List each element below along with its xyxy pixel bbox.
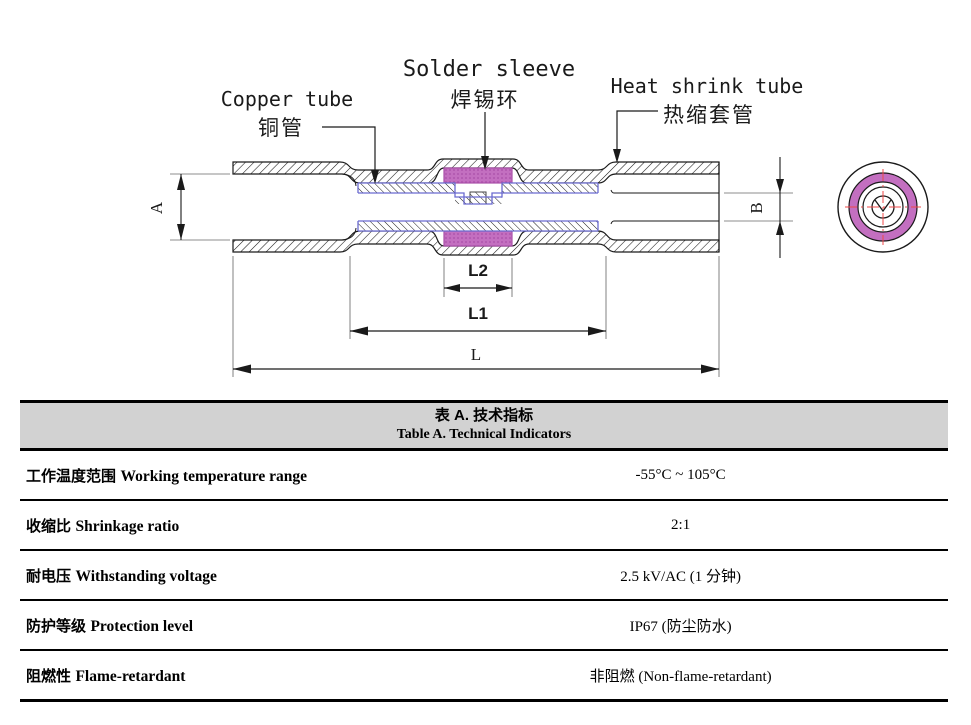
left-opening-interior xyxy=(341,173,357,241)
dimension-l2: L2 xyxy=(443,258,513,297)
wire-strand-mark xyxy=(874,199,892,213)
spec-value: IP67 (防尘防水) xyxy=(629,618,732,635)
spec-label: 收缩比 Shrinkage ratio xyxy=(20,515,413,536)
connector-diagram: Solder sleeve 焊锡环 Copper tube 铜管 Heat sh… xyxy=(147,57,929,377)
label-heat-shrink-zh: 热缩套管 xyxy=(663,103,755,127)
spec-label: 耐电压 Withstanding voltage xyxy=(20,565,413,586)
dimension-a: A xyxy=(147,173,230,241)
spec-label-en: Working temperature range xyxy=(120,467,308,485)
spec-label-zh: 工作温度范围 xyxy=(26,467,117,485)
table-row: 阻燃性 Flame-retardant 非阻燃 (Non-flame-retar… xyxy=(20,651,948,702)
table-row: 收缩比 Shrinkage ratio 2:1 xyxy=(20,501,948,551)
solder-ring xyxy=(443,167,513,247)
wire-stop-block xyxy=(469,191,487,205)
label-solder-sleeve-zh: 焊锡环 xyxy=(451,88,520,112)
dim-b-label: B xyxy=(747,202,766,213)
spec-label-en: Protection level xyxy=(90,617,194,635)
solder-ring-top xyxy=(443,167,513,184)
spec-table: 表 A. 技术指标 Table A. Technical Indicators … xyxy=(20,400,948,702)
spec-label-zh: 耐电压 xyxy=(26,567,72,585)
spec-label-en: Shrinkage ratio xyxy=(75,517,180,535)
dimension-b: B xyxy=(724,157,793,258)
copper-tube xyxy=(357,182,599,232)
spec-label-zh: 防护等级 xyxy=(26,617,87,635)
right-bore-lines xyxy=(610,189,719,225)
spec-label-zh: 阻燃性 xyxy=(26,667,72,685)
label-heat-shrink-en: Heat shrink tube xyxy=(611,74,804,98)
heat-shrink-shell xyxy=(232,158,720,256)
spec-label: 工作温度范围 Working temperature range xyxy=(20,465,413,486)
spec-label-zh: 收缩比 xyxy=(26,517,72,535)
spec-table-header: 表 A. 技术指标 Table A. Technical Indicators xyxy=(20,400,948,451)
spec-label-en: Withstanding voltage xyxy=(75,567,217,585)
label-solder-sleeve-en: Solder sleeve xyxy=(403,57,575,82)
dim-a-label: A xyxy=(147,201,166,214)
spec-label-en: Flame-retardant xyxy=(75,667,186,685)
table-title-en: Table A. Technical Indicators xyxy=(396,427,572,442)
spec-label: 阻燃性 Flame-retardant xyxy=(20,665,413,686)
label-copper-tube-en: Copper tube xyxy=(221,87,353,111)
leader-lines xyxy=(322,110,658,184)
spec-value: 2.5 kV/AC (1 分钟) xyxy=(620,568,742,585)
table-title-zh: 表 A. 技术指标 xyxy=(434,407,534,424)
solder-ring-bottom xyxy=(443,230,513,247)
table-row: 防护等级 Protection level IP67 (防尘防水) xyxy=(20,601,948,651)
cross-section-view xyxy=(837,161,929,253)
table-row: 工作温度范围 Working temperature range -55°C ~… xyxy=(20,451,948,501)
spec-label: 防护等级 Protection level xyxy=(20,615,413,636)
spec-value: 非阻燃 (Non-flame-retardant) xyxy=(589,668,772,685)
dim-l1-label: L1 xyxy=(468,304,488,323)
dimension-l: L xyxy=(232,256,720,377)
dim-l2-label: L2 xyxy=(468,261,488,280)
spec-value: -55°C ~ 105°C xyxy=(635,466,726,483)
dim-l-label: L xyxy=(471,345,481,364)
table-row: 耐电压 Withstanding voltage 2.5 kV/AC (1 分钟… xyxy=(20,551,948,601)
label-copper-tube-zh: 铜管 xyxy=(258,116,304,140)
part-labels: Solder sleeve 焊锡环 Copper tube 铜管 Heat sh… xyxy=(221,57,804,184)
spec-value: 2:1 xyxy=(671,516,691,533)
dimension-l1: L1 xyxy=(349,256,607,339)
connector-drawing-svg: Solder sleeve 焊锡环 Copper tube 铜管 Heat sh… xyxy=(147,57,929,377)
center-lines xyxy=(845,169,921,245)
